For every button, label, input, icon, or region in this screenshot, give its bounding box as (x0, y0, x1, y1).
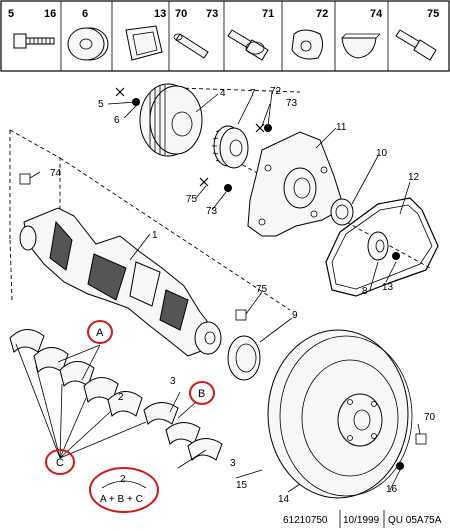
callout-12: 12 (408, 172, 420, 183)
rear-seal (227, 335, 261, 381)
oil-pump-sprocket (367, 231, 389, 261)
callout-2: 2 (118, 392, 124, 403)
callout-13: 13 (382, 282, 394, 293)
marker-a-label: A (96, 327, 104, 339)
header-label: 5 (8, 8, 14, 20)
annotation-markers: A B C 2 A + B + C (45, 320, 215, 513)
callout-labels: 5 6 4 7 72 73 11 10 12 75 73 74 1 8 13 7… (50, 86, 436, 505)
crankshaft-pulley (139, 83, 203, 157)
formula-number: 2 (120, 474, 126, 485)
header-label: 73 (206, 8, 218, 20)
callout-15: 15 (236, 480, 248, 491)
header-label: 72 (316, 8, 328, 20)
callout-5: 5 (98, 99, 104, 110)
callout-6: 6 (114, 115, 120, 126)
marker-b-label: B (198, 388, 205, 400)
callout-71: 72 (270, 86, 282, 97)
thrust-washers (143, 402, 223, 461)
header-label: 13 (154, 8, 166, 20)
gasket (325, 197, 439, 297)
formula-text: A + B + C (100, 494, 143, 505)
callout-73: 75 (256, 284, 268, 295)
main-bearing-shells (9, 329, 143, 417)
callout-4: 4 (220, 88, 226, 99)
woodruff-key-icon (341, 33, 381, 59)
header-label: 6 (82, 8, 88, 20)
assembly-outline (9, 239, 13, 301)
formula-brace (101, 480, 147, 489)
front-cover (247, 131, 345, 237)
formula-circle (89, 467, 159, 513)
footer-ref: 61210750 10/1999 QU 05A75A (280, 508, 448, 528)
callout-3: 3 (170, 376, 176, 387)
parts-header-strip: 5 16 6 13 70 73 71 72 74 75 (0, 0, 450, 72)
callout-7: 7 (250, 88, 256, 99)
callout-8: 8 (362, 286, 368, 297)
shaped-washer-icon (291, 29, 324, 60)
callout-16: 16 (386, 484, 398, 495)
flange-bolt-icon (227, 29, 269, 61)
header-label: 75 (427, 8, 439, 20)
timing-sprocket (212, 125, 249, 169)
flange-bolt-icon (395, 29, 437, 61)
assembly-outline (9, 129, 431, 311)
crankshaft (19, 207, 222, 357)
marker-a-circle (87, 320, 113, 344)
marker-c-circle (45, 449, 75, 475)
header-frame (0, 0, 450, 72)
washer-icon (67, 27, 109, 61)
callout-1: 1 (152, 230, 158, 241)
callout-3b: 3 (230, 458, 236, 469)
header-label: 70 (175, 8, 187, 20)
header-label: 74 (370, 8, 383, 20)
callout-72b: 73 (206, 206, 218, 217)
header-label: 71 (262, 8, 274, 20)
callout-74: 74 (50, 168, 62, 179)
marker-c-label: C (56, 457, 64, 469)
leader-lines (177, 401, 197, 419)
seal-ring-icon (125, 25, 163, 61)
flywheel (267, 329, 413, 499)
header-label: 16 (44, 8, 56, 20)
callout-75: 75 (186, 194, 198, 205)
front-seal (330, 198, 354, 226)
footer-date: 10/1999 (343, 515, 380, 526)
leader-lines (57, 344, 101, 381)
leader-lines (15, 343, 147, 459)
dowel-pin-icon (173, 33, 209, 59)
footer-code: QU 05A75A (388, 515, 442, 526)
assembly-outline (177, 87, 301, 93)
footer-ref-number: 61210750 (283, 515, 328, 526)
callout-11: 11 (336, 122, 347, 133)
callout-10: 10 (376, 148, 388, 159)
callout-72: 73 (286, 98, 298, 109)
leader-lines (29, 91, 421, 493)
callout-70: 70 (424, 412, 436, 423)
callout-9: 9 (292, 310, 298, 321)
bolt-icon (13, 33, 55, 49)
marker-b-circle (189, 381, 215, 405)
callout-14: 14 (278, 494, 290, 505)
